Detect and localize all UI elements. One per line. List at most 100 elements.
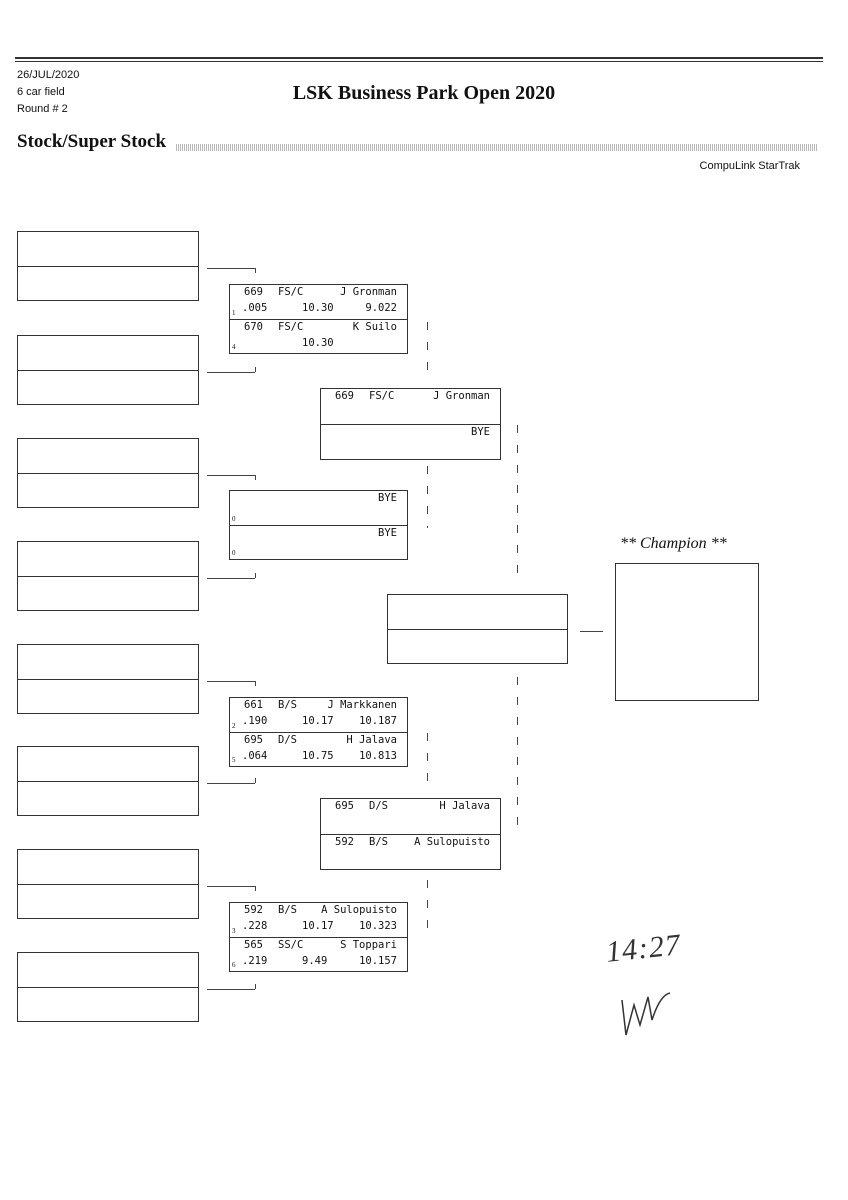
dashed-connector [517,425,518,585]
reaction-time: .064 [242,750,268,762]
connector-tick [255,475,256,480]
dial-in: 10.30 [302,337,334,349]
slot-top [18,747,198,781]
connector-line [207,886,255,887]
elapsed-time: 10.187 [359,715,397,727]
reaction-time: .005 [242,302,268,314]
slot-bottom [18,473,198,507]
slot-bottom [18,781,198,815]
elapsed-time: 10.157 [359,955,397,967]
lane-number: 5 [232,756,236,764]
car-number: 565 [244,939,263,951]
slot-bottom [18,266,198,300]
match-lane-bottom: BYE [321,424,500,459]
round-number: Round # 2 [17,103,68,115]
connector-tick [255,367,256,372]
car-class: B/S [278,904,297,916]
top-rule-thin [15,61,823,62]
dial-in: 10.30 [302,302,334,314]
connector-tick [255,573,256,578]
entry-slot [17,644,199,714]
connector-line [207,989,255,990]
driver-name: BYE [471,426,490,438]
slot-bottom [18,884,198,918]
match-lane-top: 669 FS/C J Gronman [321,389,500,424]
dashed-connector [427,880,428,940]
dashed-connector [427,733,428,788]
slot-top [18,232,198,266]
lane-number: 4 [232,343,236,351]
slot-bottom [18,370,198,404]
car-number: 669 [244,286,263,298]
car-number: 669 [335,390,354,402]
final-top [388,595,567,629]
driver-name: J Gronman [433,390,490,402]
handwritten-signature [621,992,671,1036]
car-number: 695 [244,734,263,746]
entry-slot [17,952,199,1022]
entry-slot [17,541,199,611]
connector-line [207,783,255,784]
slot-top [18,850,198,884]
dial-in: 10.17 [302,920,334,932]
elapsed-time: 9.022 [365,302,397,314]
slot-top [18,439,198,473]
slot-top [18,542,198,576]
champion-box [615,563,759,701]
connector-line [207,372,255,373]
driver-name: BYE [378,492,397,504]
elapsed-time: 10.323 [359,920,397,932]
field-size: 6 car field [17,86,65,98]
dial-in: 9.49 [302,955,328,967]
dial-in: 10.17 [302,715,334,727]
entry-slot [17,438,199,508]
driver-name: H Jalava [346,734,397,746]
car-class: B/S [369,836,388,848]
dashed-connector [517,677,518,835]
champion-label: ** Champion ** [620,535,727,552]
driver-name: A Sulopuisto [414,836,490,848]
lane-number: 2 [232,722,236,730]
final-bottom [388,629,567,663]
driver-name: J Gronman [340,286,397,298]
connector-tick [255,268,256,273]
match-lane-top: BYE 0 [230,491,407,525]
reaction-time: .190 [242,715,268,727]
connector-tick [255,778,256,783]
slot-top [18,645,198,679]
car-class: FS/C [369,390,395,402]
connector-line [207,268,255,269]
car-class: D/S [369,800,388,812]
final-connector [580,631,603,632]
dashed-connector [427,466,428,528]
car-class: FS/C [278,286,304,298]
connector-tick [255,984,256,989]
slot-top [18,953,198,987]
entry-slot [17,231,199,301]
slot-bottom [18,679,198,713]
car-class: B/S [278,699,297,711]
connector-tick [255,681,256,686]
connector-line [207,681,255,682]
lane-number: 0 [232,515,236,523]
slot-bottom [18,987,198,1021]
top-rule [15,57,823,59]
dashed-connector [427,322,428,372]
entry-slot [17,849,199,919]
reaction-time: .228 [242,920,268,932]
